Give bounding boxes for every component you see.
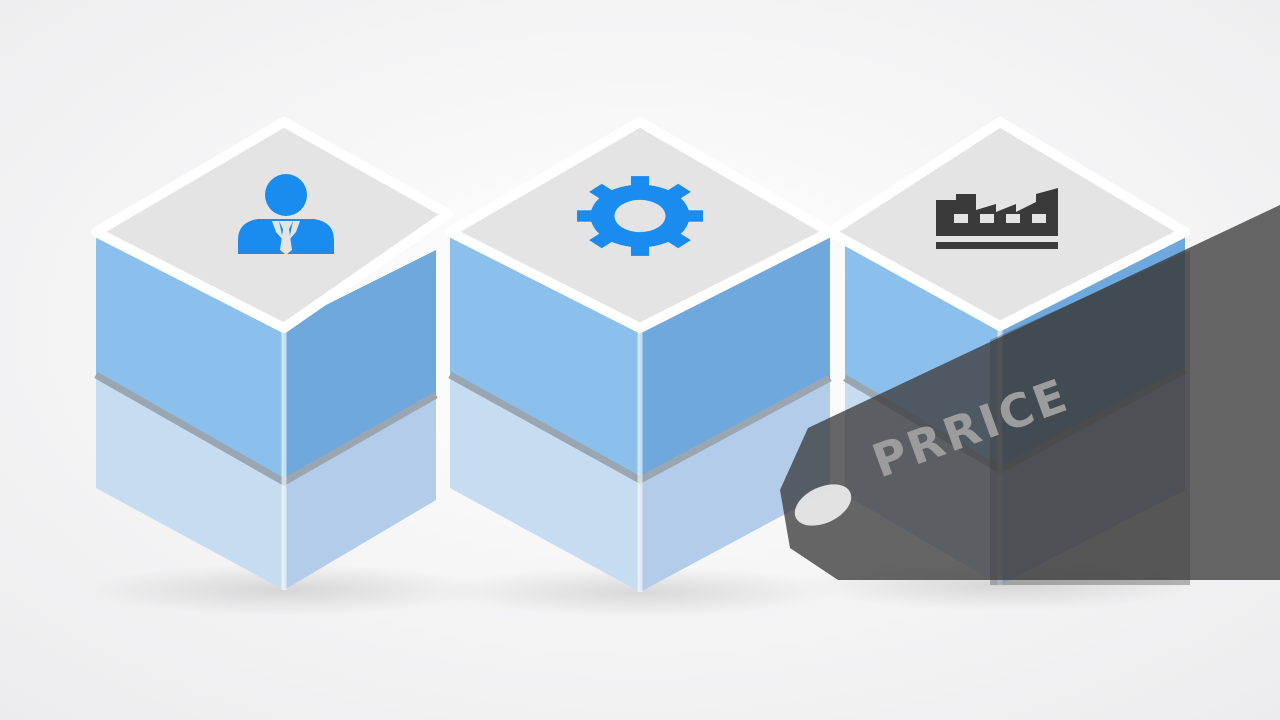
cube-right-lower-face xyxy=(640,378,830,592)
cube-left-upper-face xyxy=(96,232,284,482)
cube-right-upper-face xyxy=(640,232,830,480)
cube-gear xyxy=(445,117,835,592)
cube-left-lower-face xyxy=(450,375,640,592)
person-icon xyxy=(238,174,334,255)
factory-icon xyxy=(936,188,1058,249)
price-tag-hole xyxy=(794,484,852,526)
cube-left-upper-face xyxy=(450,232,640,480)
gear-icon xyxy=(577,176,703,256)
cube-right-lower-face xyxy=(284,395,436,590)
price-tag-body xyxy=(780,205,1280,580)
cube-left-lower-face xyxy=(96,375,284,590)
price-tag: PRRICE xyxy=(780,205,1280,585)
cube-right-upper-face xyxy=(284,250,436,482)
cube-person xyxy=(91,117,453,590)
price-tag-fold xyxy=(990,250,1190,585)
